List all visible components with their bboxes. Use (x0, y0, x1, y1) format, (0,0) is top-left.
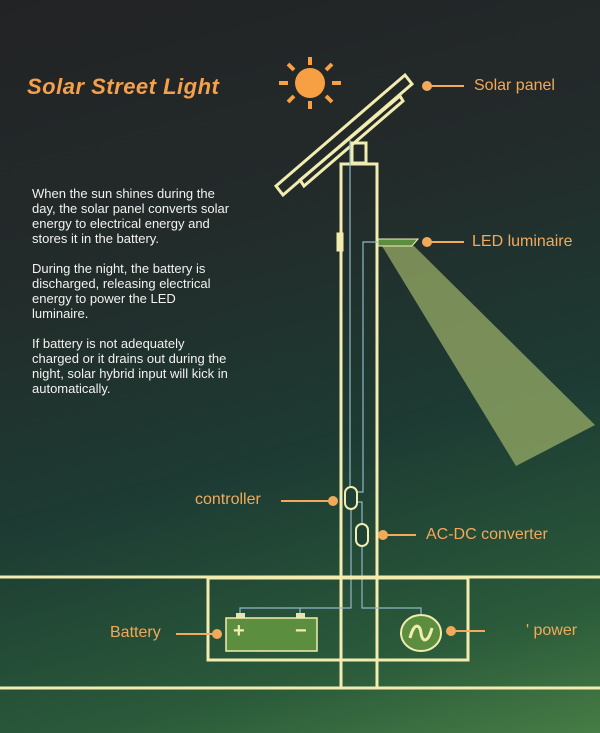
controller-component (344, 486, 358, 510)
label-power: ' power (526, 622, 578, 639)
description-paragraph: If battery is not adequately charged or … (32, 336, 228, 396)
solar-panel (273, 72, 415, 198)
battery-icon (225, 613, 318, 652)
sun-icon (279, 57, 341, 109)
leader-lines (176, 81, 485, 639)
battery-minus: − (295, 620, 307, 642)
wiring (239, 140, 422, 617)
light-beam (382, 246, 595, 466)
page-title: Solar Street Light (27, 74, 220, 99)
battery-plus: + (233, 620, 245, 642)
label-led-luminaire: LED luminaire (472, 233, 573, 250)
description-paragraph: When the sun shines during the day, the … (32, 186, 230, 246)
label-ac-dc-converter: AC-DC converter (426, 526, 548, 543)
ground (0, 575, 600, 690)
label-controller: controller (195, 491, 261, 508)
description-paragraph: During the night, the battery is dischar… (32, 261, 211, 321)
description: When the sun shines during the day, the … (32, 186, 232, 411)
converter-component (355, 523, 369, 547)
ac-power-icon (400, 614, 442, 652)
label-battery: Battery (110, 624, 161, 641)
label-solar-panel: Solar panel (474, 77, 555, 94)
led-luminaire (377, 238, 420, 247)
pole (336, 141, 379, 690)
